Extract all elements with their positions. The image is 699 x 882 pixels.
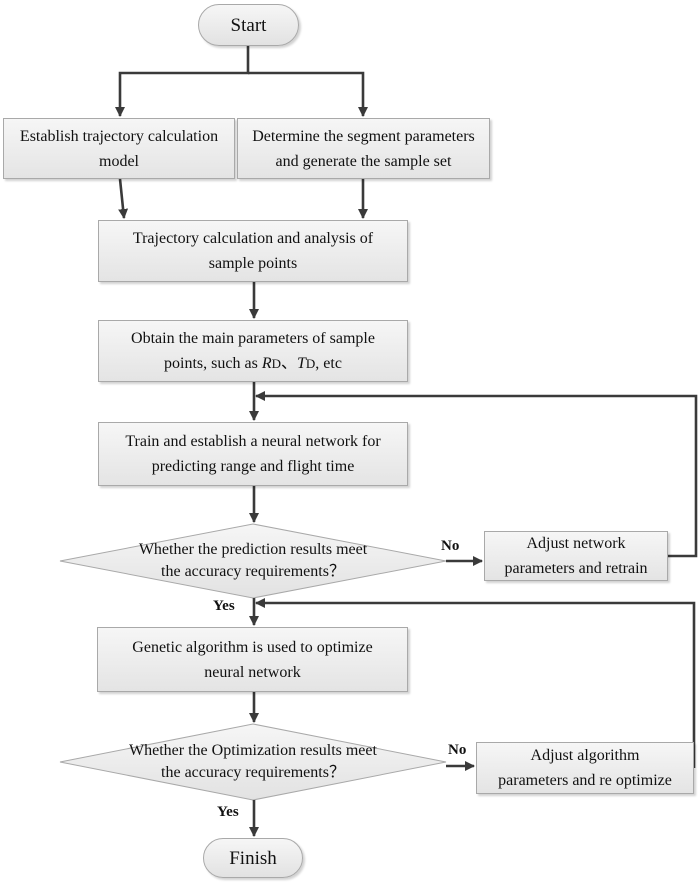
obtain-params-line2: points, such as RD、TD, etc	[164, 351, 342, 376]
decision-prediction-text: Whether the prediction results meet the …	[138, 541, 368, 580]
edge-retrain-loop	[255, 391, 698, 558]
obtain-params-line2-pre: points, such as	[164, 355, 262, 372]
establish-model-box: Establish trajectory calculation model	[3, 118, 235, 179]
trajectory-analysis-box: Trajectory calculation and analysis of s…	[98, 220, 408, 282]
separator-glyph: 、	[280, 355, 297, 372]
adjust-network-box: Adjust network parameters and retrain	[484, 531, 668, 581]
adjust-algorithm-box: Adjust algorithm parameters and re optim…	[476, 742, 694, 794]
td-variable: T	[297, 355, 306, 372]
edge-start-right	[248, 71, 368, 117]
obtain-params-line1: Obtain the main parameters of sample	[131, 330, 375, 347]
no-label-optimization: No	[448, 742, 467, 758]
start-node: Start	[198, 4, 299, 46]
edge-reoptimize-loop	[255, 598, 696, 768]
genetic-algorithm-box: Genetic algorithm is used to optimize ne…	[97, 627, 408, 692]
edge-start-split	[115, 46, 250, 117]
no-label-prediction: No	[441, 538, 460, 554]
yes-label-optimization: Yes	[217, 804, 239, 820]
obtain-params-line2-post: , etc	[315, 355, 342, 372]
decision-optimization-text: Whether the Optimization results meet th…	[129, 742, 377, 781]
yes-label-prediction: Yes	[213, 598, 235, 614]
edge-model-to-analysis	[118, 178, 129, 219]
rd-subscript: D	[271, 356, 281, 371]
determine-params-box: Determine the segment parameters and gen…	[237, 118, 490, 179]
finish-node: Finish	[203, 838, 303, 878]
obtain-params-box: Obtain the main parameters of sample poi…	[98, 320, 408, 382]
decision-optimization-shape	[59, 723, 447, 801]
train-network-box: Train and establish a neural network for…	[98, 422, 408, 486]
rd-variable: R	[261, 355, 272, 372]
td-subscript: D	[305, 356, 316, 371]
